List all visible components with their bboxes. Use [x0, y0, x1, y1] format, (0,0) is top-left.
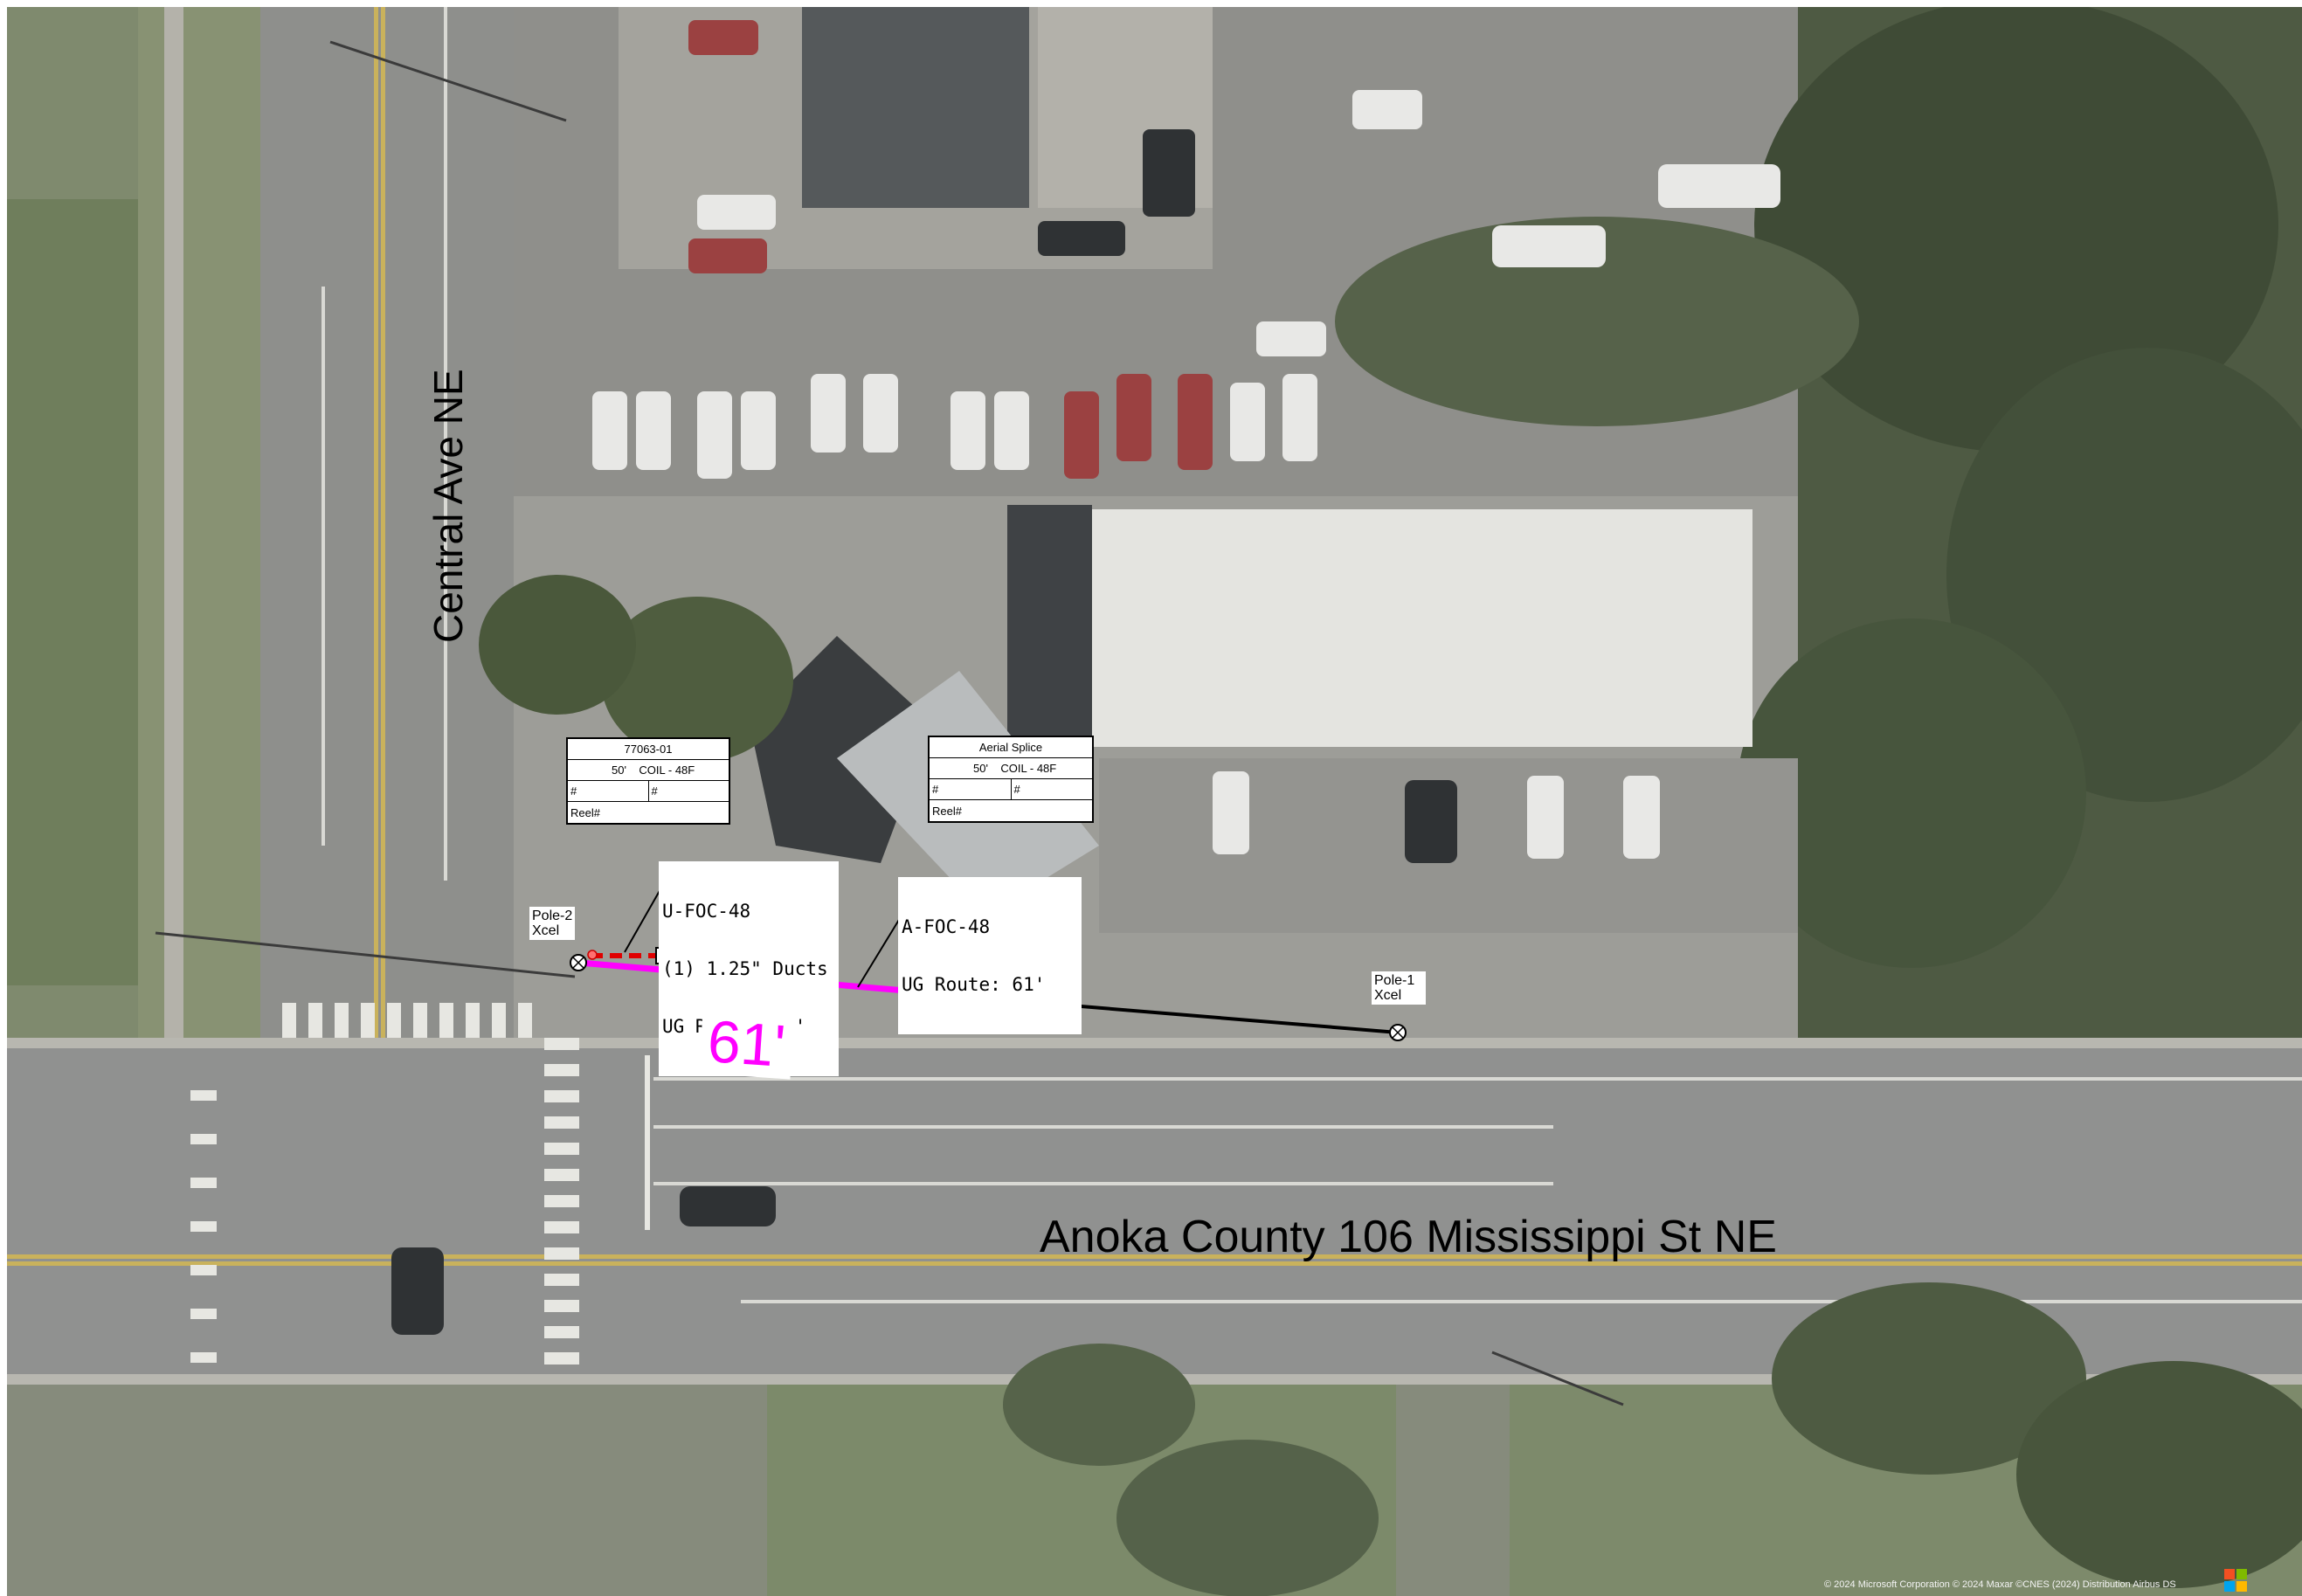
aerial-callout-line1: A-FOC-48: [902, 916, 991, 937]
coil-table-1-length: 50': [612, 763, 626, 777]
street-label-mississippi: Anoka County 106 Mississippi St NE: [1040, 1212, 1777, 1262]
aerial-imagery[interactable]: H OL OL: [7, 7, 2302, 1596]
coil-table-1-spec-row: 50' COIL - 48F: [568, 760, 729, 781]
ug-callout-line1: U-FOC-48: [662, 901, 751, 922]
coil-table-2-reel-row: Reel#: [930, 800, 1092, 821]
coil-table-1[interactable]: 77063-01 50' COIL - 48F # # Reel#: [566, 737, 730, 825]
ug-callout-line2: (1) 1.25" Ducts: [662, 958, 828, 979]
pole-1-label[interactable]: Pole-1 Xcel: [1372, 971, 1426, 1005]
aerial-route-callout[interactable]: A-FOC-48 UG Route: 61': [898, 877, 1082, 1034]
coil-table-2-length: 50': [973, 762, 988, 775]
map-attribution: © 2024 Microsoft Corporation © 2024 Maxa…: [1824, 1579, 2176, 1590]
pole-2-owner: Xcel: [532, 923, 560, 938]
pole-1-name: Pole-1: [1374, 973, 1415, 988]
coil-table-1-title-row: 77063-01: [568, 739, 729, 760]
span-length-label: 61': [698, 1008, 795, 1080]
coil-table-2-hash-a: #: [932, 783, 939, 796]
coil-table-2-spec: COIL - 48F: [1000, 762, 1057, 775]
microsoft-logo-icon: [2224, 1569, 2247, 1592]
coil-table-1-title: 77063-01: [624, 743, 673, 756]
pole-2-name: Pole-2: [532, 909, 573, 923]
coil-table-2-title-row: Aerial Splice: [930, 737, 1092, 758]
pole-2-symbol: [570, 954, 587, 971]
coil-table-2-reel: Reel#: [932, 804, 962, 818]
coil-table-2-title: Aerial Splice: [978, 741, 1043, 754]
coil-table-2-spec-row: 50' COIL - 48F: [930, 758, 1092, 779]
coil-table-2-hash-b: #: [1010, 779, 1093, 799]
aerial-callout-line2: UG Route: 61': [902, 974, 1046, 995]
coil-table-1-reel-row: Reel#: [568, 802, 729, 823]
coil-table-1-hash-row: # #: [568, 781, 729, 802]
coil-table-1-reel: Reel#: [570, 805, 600, 819]
pole-1-symbol: [1389, 1024, 1407, 1041]
map-frame: H OL OL Central Ave NE Anoka County 106 …: [7, 7, 2302, 1596]
coil-table-1-hash-a: #: [570, 784, 577, 798]
coil-table-1-spec: COIL - 48F: [639, 763, 695, 777]
coil-table-1-hash-b: #: [647, 781, 729, 801]
coil-table-2-hash-row: # #: [930, 779, 1092, 800]
pole-1-owner: Xcel: [1374, 988, 1402, 1003]
pole-2-label[interactable]: Pole-2 Xcel: [529, 907, 576, 940]
coil-table-2[interactable]: Aerial Splice 50' COIL - 48F # # Reel#: [928, 736, 1094, 823]
street-label-central: Central Ave NE: [425, 369, 471, 643]
